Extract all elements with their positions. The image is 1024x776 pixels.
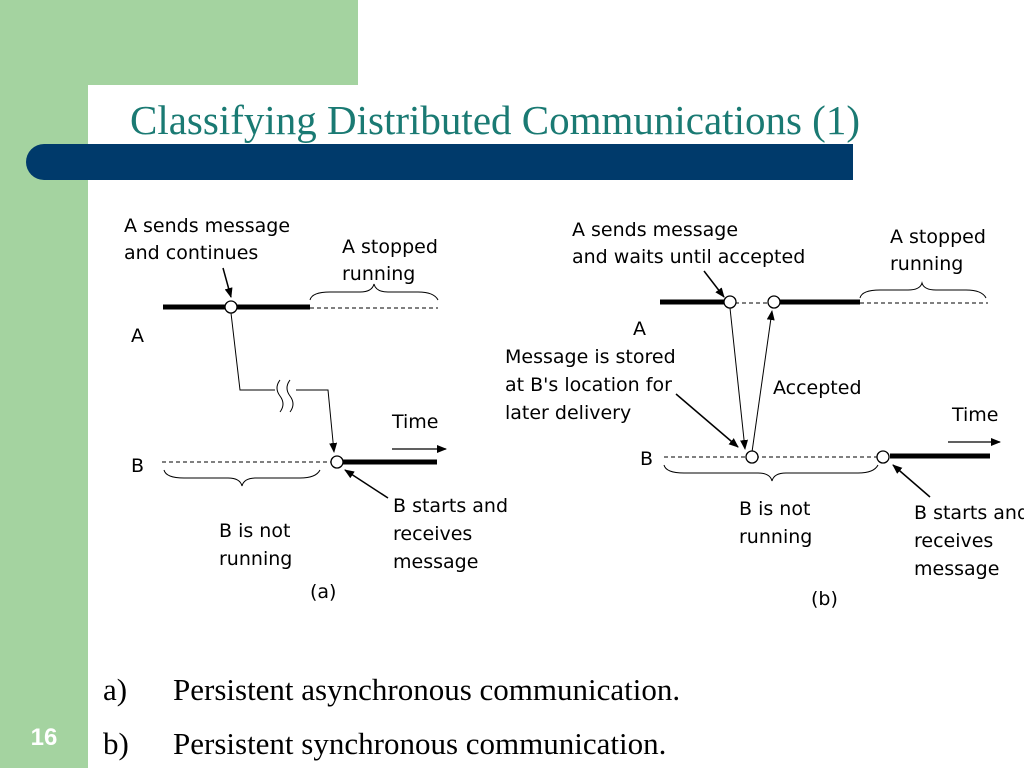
send-point <box>224 300 238 314</box>
bullet-text: Persistent synchronous communication. <box>173 726 667 761</box>
b-diag-stopped-label: A stopped <box>890 226 986 248</box>
bullet-list: a) Persistent asynchronous communication.… <box>103 668 680 776</box>
process-b-label: B <box>131 455 144 477</box>
b-diag-process-b-label: B <box>640 448 653 470</box>
break-mark-1 <box>276 379 284 413</box>
a-sends-label: A sends message <box>124 215 290 237</box>
accepted-label: Accepted <box>773 377 862 399</box>
process-a-label: A <box>131 325 144 347</box>
b-not-running-label: B is not <box>219 520 290 542</box>
stored-label-2: at B's location for <box>505 374 672 396</box>
bullet-item: b) Persistent synchronous communication. <box>103 722 680 776</box>
message-path-1 <box>230 312 275 391</box>
a-sends-label-2: and continues <box>124 242 258 264</box>
b-not-running-label-2: running <box>219 548 292 570</box>
bullet-text: Persistent asynchronous communication. <box>173 672 681 707</box>
b-starts-label-3: message <box>393 551 478 573</box>
a-stopped-label-2: running <box>342 263 415 285</box>
b-diag-accepted-arrow <box>751 310 775 453</box>
left-green-band <box>0 0 88 768</box>
b-diag-process-a-label: A <box>633 318 646 340</box>
b-diag-sends-label-2: and waits until accepted <box>572 246 805 268</box>
break-mark-2 <box>286 379 294 413</box>
slide-title: Classifying Distributed Communications (… <box>130 97 860 143</box>
b-starts-label-2: receives <box>393 523 472 545</box>
a-stopped-brace <box>309 283 439 301</box>
b-diag-message-arrow <box>729 307 749 450</box>
time-label: Time <box>391 411 439 433</box>
caption-a: (a) <box>310 581 336 603</box>
stored-label-3: later delivery <box>505 402 631 424</box>
b-diag-b-starts-label-3: message <box>914 558 999 580</box>
caption-b: (b) <box>811 588 838 610</box>
receive-point <box>330 455 344 469</box>
b-diag-b-starts-arrow <box>892 464 931 498</box>
b-diag-b-starts-label: B starts and <box>914 502 1024 524</box>
b-diag-stopped-brace <box>859 281 987 299</box>
title-underline-bar <box>26 144 853 180</box>
top-green-block <box>88 0 358 85</box>
message-path-2 <box>296 389 338 453</box>
diagram-b: A sends message and waits until accepted… <box>505 219 1024 610</box>
b-diag-sends-label: A sends message <box>572 219 738 241</box>
b-not-running-brace <box>163 469 321 487</box>
b-diag-store-point <box>745 450 759 464</box>
b-diag-send-point <box>723 295 737 309</box>
slide-number: 16 <box>30 724 58 751</box>
a-stopped-label: A stopped <box>342 236 438 258</box>
stored-label: Message is stored <box>505 346 676 368</box>
diagram-a: A sends message and continues A stopped … <box>124 215 508 603</box>
b-diag-time-label: Time <box>951 404 999 426</box>
stored-arrow <box>675 393 739 448</box>
bullet-marker: b) <box>103 726 129 761</box>
b-diag-accept-point <box>767 295 781 309</box>
b-diag-receive-point <box>876 450 890 464</box>
a-sends-arrow <box>222 267 233 298</box>
b-diag-not-running-label-2: running <box>739 526 812 548</box>
b-starts-arrow <box>344 469 389 499</box>
b-diag-sends-arrow <box>703 270 725 298</box>
b-diag-not-running-label: B is not <box>739 498 810 520</box>
b-diag-not-running-brace <box>663 464 879 482</box>
b-diag-b-starts-label-2: receives <box>914 530 993 552</box>
b-starts-label: B starts and <box>393 495 508 517</box>
bullet-marker: a) <box>103 672 128 707</box>
bullet-item: a) Persistent asynchronous communication. <box>103 668 680 722</box>
b-diag-stopped-label-2: running <box>890 253 963 275</box>
